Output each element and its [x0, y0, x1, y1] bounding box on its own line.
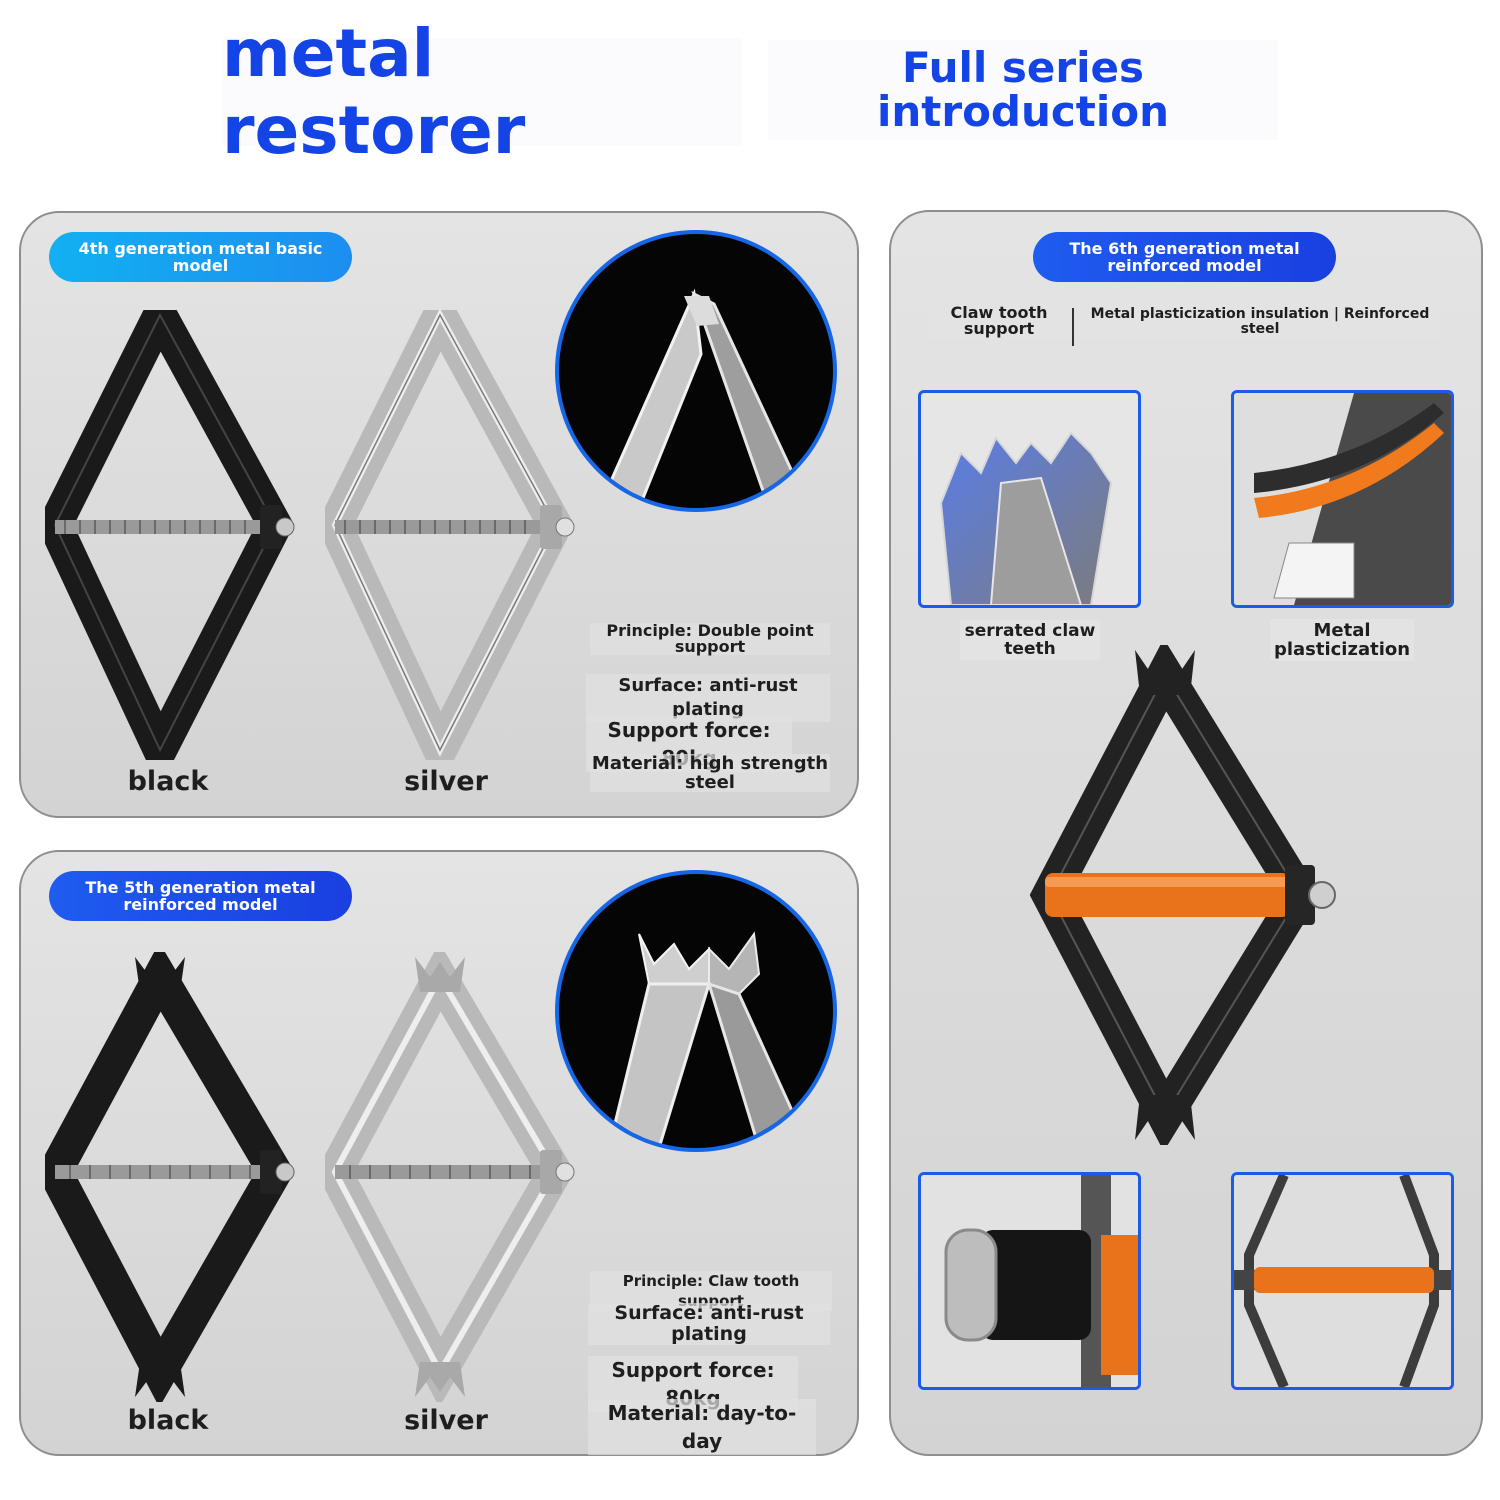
gen6-feature-claw-line2: support [963, 319, 1035, 338]
gen5-black-label: black [127, 1405, 209, 1436]
gen4-badge-line1: 4th generation metal basic [78, 239, 323, 258]
gen5-silver-tool-image [325, 952, 575, 1402]
gen5-spec-surface-line1: Surface: anti-rust [614, 1302, 804, 1324]
gen5-badge-line2: reinforced model [123, 895, 278, 914]
gen4-black-tool-image [45, 310, 295, 760]
gen6-tool-image [1030, 645, 1336, 1145]
gen4-black-label: black [127, 766, 209, 797]
gen5-spec-surface: Surface: anti-rust plating [588, 1303, 830, 1345]
gen6-feature-divider [1072, 308, 1074, 346]
page-title: metal restorer [222, 15, 742, 169]
gen4-closeup-image [555, 230, 837, 512]
gen6-claw-caption: serrated claw teeth [960, 620, 1100, 660]
gen4-spec-surface: Surface: anti-rust plating [586, 674, 830, 722]
page-subtitle: Full series introduction [768, 40, 1278, 140]
gen4-spec-principle-line1: Principle: Double point [606, 621, 814, 640]
gen4-silver-label: silver [404, 766, 488, 797]
gen5-badge: The 5th generation metal reinforced mode… [49, 871, 352, 921]
gen6-claw-detail-image [918, 390, 1141, 608]
gen6-plastic-caption-line2: plasticization [1273, 639, 1411, 660]
gen6-feature-claw-line1: Claw tooth [950, 303, 1048, 322]
gen6-feature-metal: Metal plasticization insulation | Reinfo… [1078, 305, 1442, 339]
gen5-closeup-image [555, 870, 837, 1152]
gen6-badge-line1: The 6th generation metal [1069, 239, 1300, 258]
gen6-feature-claw: Claw tooth support [926, 303, 1072, 339]
page-subtitle-line1: Full series [902, 43, 1144, 92]
gen4-spec-principle-line2: support [674, 637, 746, 656]
gen5-black-tool-image [45, 952, 295, 1402]
gen6-claw-caption-line2: teeth [1004, 639, 1056, 659]
gen4-badge: 4th generation metal basic model [49, 232, 352, 282]
gen6-badge-line2: reinforced model [1107, 256, 1262, 275]
gen6-badge: The 6th generation metal reinforced mode… [1033, 232, 1336, 282]
gen4-spec-principle: Principle: Double point support [590, 623, 830, 655]
gen6-plastic-detail-image [1231, 390, 1454, 608]
gen6-plastic-caption-line1: Metal [1313, 620, 1371, 641]
gen6-knob-detail-image [918, 1172, 1141, 1390]
gen6-feature-metal-line1: Metal plasticization insulation | Reinfo… [1090, 306, 1430, 322]
gen6-plastic-caption: Metal plasticization [1270, 619, 1414, 661]
page-subtitle-line2: introduction [876, 87, 1170, 136]
gen6-feature-metal-line2: steel [1240, 321, 1280, 337]
gen6-rod-detail-image [1231, 1172, 1454, 1390]
gen4-badge-line2: model [172, 256, 229, 275]
gen5-spec-material: Material: day-to-day [588, 1399, 816, 1455]
gen5-spec-surface-line2: plating [671, 1323, 747, 1345]
gen6-claw-caption-line1: serrated claw [964, 621, 1096, 641]
gen4-silver-tool-image [325, 310, 575, 760]
gen4-spec-material-line2: steel [685, 772, 735, 793]
gen5-badge-line1: The 5th generation metal [85, 878, 316, 897]
gen4-spec-material: Material: high strength steel [590, 754, 830, 792]
gen4-spec-material-line1: Material: high strength [591, 753, 829, 774]
gen5-silver-label: silver [404, 1405, 488, 1436]
